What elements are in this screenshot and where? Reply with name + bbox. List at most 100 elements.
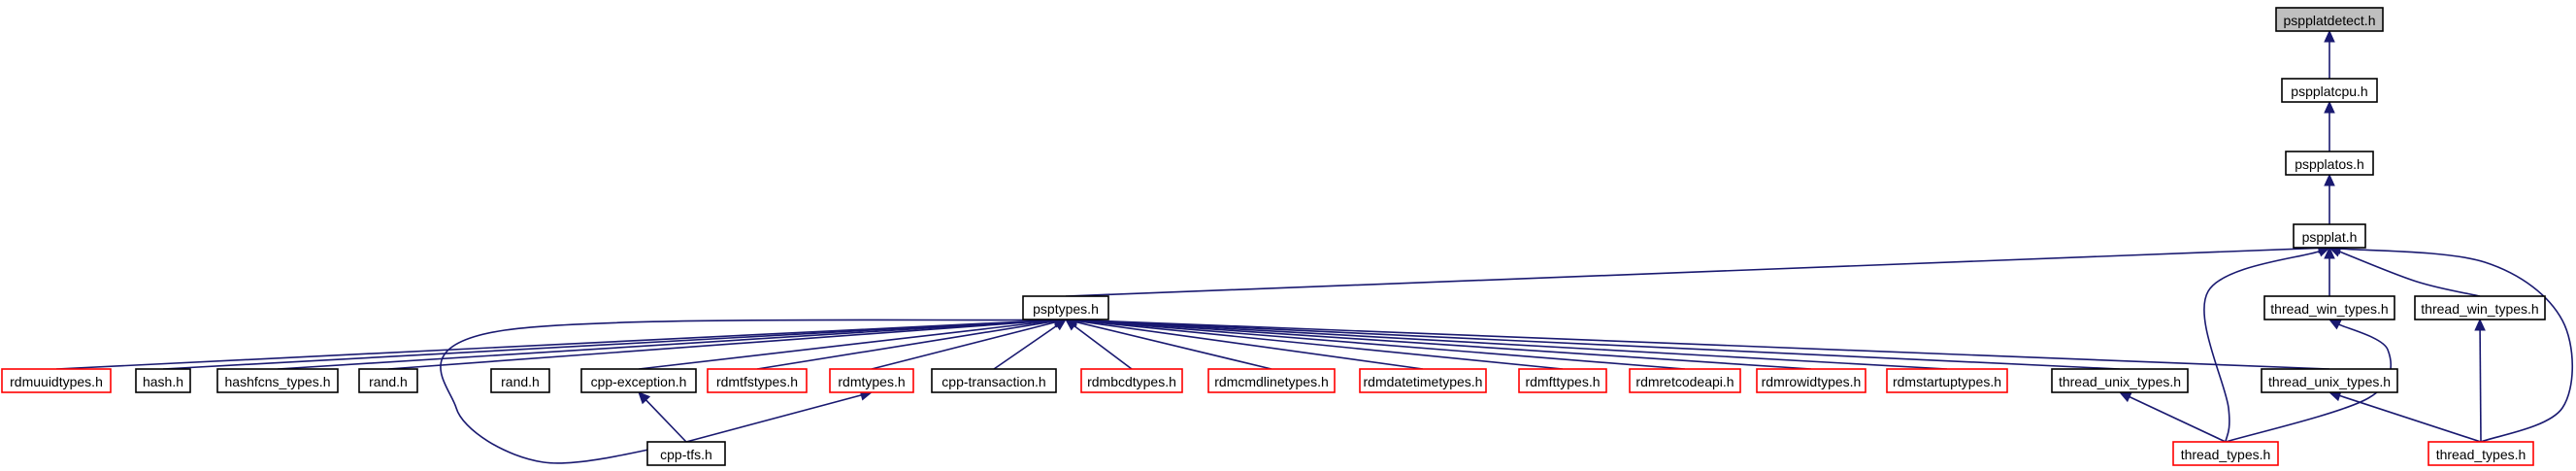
node-label[interactable]: pspplatos.h bbox=[2295, 156, 2364, 172]
edge-psptypes-to-pspplat bbox=[1065, 242, 2331, 297]
node-label[interactable]: rdmtypes.h bbox=[838, 374, 905, 389]
node-thread-unix-types-b[interactable]: thread_unix_types.h bbox=[2261, 368, 2398, 393]
node-label[interactable]: thread_types.h bbox=[2436, 447, 2526, 462]
arrow-head bbox=[2118, 391, 2132, 403]
node-pspplatcpu[interactable]: pspplatcpu.h bbox=[2281, 78, 2378, 103]
node-label[interactable]: rdmdatetimetypes.h bbox=[1364, 374, 1483, 389]
node-rand-b[interactable]: rand.h bbox=[490, 368, 550, 393]
node-cpp-exception[interactable]: cpp-exception.h bbox=[580, 368, 697, 393]
node-box[interactable] bbox=[1629, 368, 1741, 393]
node-box[interactable] bbox=[2285, 151, 2374, 176]
node-cpp-tfs[interactable]: cpp-tfs.h bbox=[646, 441, 726, 466]
node-box[interactable] bbox=[2263, 295, 2395, 320]
node-label[interactable]: rdmstartuptypes.h bbox=[1893, 374, 2001, 389]
edge-pspplatcpu-to-pspplatdetect bbox=[2324, 29, 2335, 79]
node-label[interactable]: cpp-transaction.h bbox=[941, 374, 1045, 389]
node-rdmstartuptypes[interactable]: rdmstartuptypes.h bbox=[1886, 368, 2008, 393]
node-pspplat[interactable]: pspplat.h bbox=[2293, 223, 2366, 249]
node-rdmfttypes[interactable]: rdmfttypes.h bbox=[1518, 368, 1607, 393]
node-box[interactable] bbox=[1207, 368, 1336, 393]
edge-line bbox=[1075, 320, 1686, 370]
node-box[interactable] bbox=[646, 441, 726, 466]
node-box[interactable] bbox=[2414, 295, 2546, 320]
node-thread-types-a[interactable]: thread_types.h bbox=[2172, 441, 2279, 466]
edge-thread-types-b-to-thread-win-types-b bbox=[2474, 318, 2486, 443]
node-label[interactable]: pspplat.h bbox=[2302, 229, 2358, 245]
node-box[interactable] bbox=[2293, 223, 2366, 249]
node-rdmretcodeapi[interactable]: rdmretcodeapi.h bbox=[1629, 368, 1741, 393]
node-box[interactable] bbox=[2261, 368, 2398, 393]
node-hash[interactable]: hash.h bbox=[135, 368, 191, 393]
node-box[interactable] bbox=[135, 368, 191, 393]
node-box[interactable] bbox=[216, 368, 339, 393]
node-box[interactable] bbox=[580, 368, 697, 393]
edge-line bbox=[1073, 324, 1133, 370]
node-box[interactable] bbox=[1359, 368, 1487, 393]
node-rdmtypes[interactable]: rdmtypes.h bbox=[829, 368, 914, 393]
node-cpp-transaction[interactable]: cpp-transaction.h bbox=[931, 368, 1057, 393]
edge-line bbox=[1065, 247, 2320, 297]
edge-line bbox=[1075, 319, 1948, 370]
node-label[interactable]: rdmretcodeapi.h bbox=[1635, 374, 1734, 389]
node-label[interactable]: rand.h bbox=[369, 374, 408, 389]
node-label[interactable]: cpp-exception.h bbox=[591, 374, 687, 389]
node-label[interactable]: thread_unix_types.h bbox=[2059, 374, 2181, 389]
node-thread-unix-types-a[interactable]: thread_unix_types.h bbox=[2051, 368, 2189, 393]
node-label[interactable]: pspplatdetect.h bbox=[2284, 13, 2376, 28]
node-rdmbcdtypes[interactable]: rdmbcdtypes.h bbox=[1080, 368, 1183, 393]
edge-line bbox=[2339, 394, 2482, 443]
edge-thread-types-b-to-pspplat bbox=[2328, 243, 2574, 443]
node-box[interactable] bbox=[2275, 7, 2384, 32]
node-box[interactable] bbox=[931, 368, 1057, 393]
node-box[interactable] bbox=[707, 368, 808, 393]
node-label[interactable]: rdmfttypes.h bbox=[1525, 374, 1600, 389]
node-box[interactable] bbox=[1886, 368, 2008, 393]
node-label[interactable]: rdmtfstypes.h bbox=[716, 374, 798, 389]
node-box[interactable] bbox=[2172, 441, 2279, 466]
node-box[interactable] bbox=[1518, 368, 1607, 393]
node-label[interactable]: thread_types.h bbox=[2181, 447, 2271, 462]
node-pspplatos[interactable]: pspplatos.h bbox=[2285, 151, 2374, 176]
node-box[interactable] bbox=[2051, 368, 2189, 393]
node-label[interactable]: rdmuuidtypes.h bbox=[10, 374, 103, 389]
node-rdmcmdlinetypes[interactable]: rdmcmdlinetypes.h bbox=[1207, 368, 1336, 393]
node-psptypes[interactable]: psptypes.h bbox=[1022, 295, 1109, 320]
edge-thread-types-a-to-thread-unix-types-a bbox=[2118, 391, 2227, 443]
arrow-head bbox=[2324, 29, 2335, 43]
node-label[interactable]: hashfcns_types.h bbox=[225, 374, 331, 389]
node-rand-a[interactable]: rand.h bbox=[358, 368, 418, 393]
node-label[interactable]: rdmcmdlinetypes.h bbox=[1214, 374, 1329, 389]
node-box[interactable] bbox=[1022, 295, 1109, 320]
node-thread-win-types-a[interactable]: thread_win_types.h bbox=[2263, 295, 2395, 320]
node-box[interactable] bbox=[1, 368, 112, 393]
node-hashfcns-types[interactable]: hashfcns_types.h bbox=[216, 368, 339, 393]
node-label[interactable]: thread_win_types.h bbox=[2270, 301, 2388, 317]
node-box[interactable] bbox=[358, 368, 418, 393]
node-box[interactable] bbox=[490, 368, 550, 393]
arrow-head bbox=[2324, 100, 2335, 114]
node-rdmuuidtypes[interactable]: rdmuuidtypes.h bbox=[1, 368, 112, 393]
node-box[interactable] bbox=[1756, 368, 1866, 393]
node-label[interactable]: thread_win_types.h bbox=[2421, 301, 2538, 317]
node-label[interactable]: rdmrowidtypes.h bbox=[1762, 374, 1862, 389]
edge-line bbox=[55, 319, 1056, 370]
edge-line bbox=[1075, 320, 1272, 370]
node-rdmtfstypes[interactable]: rdmtfstypes.h bbox=[707, 368, 808, 393]
node-label[interactable]: cpp-tfs.h bbox=[660, 447, 712, 462]
node-label[interactable]: thread_unix_types.h bbox=[2268, 374, 2391, 389]
node-label[interactable]: pspplatcpu.h bbox=[2291, 84, 2367, 99]
node-box[interactable] bbox=[1080, 368, 1183, 393]
node-box[interactable] bbox=[829, 368, 914, 393]
edge-cpp-tfs-to-cpp-exception bbox=[638, 391, 687, 443]
node-label[interactable]: psptypes.h bbox=[1033, 301, 1099, 317]
node-label[interactable]: rdmbcdtypes.h bbox=[1087, 374, 1176, 389]
node-label[interactable]: rand.h bbox=[501, 374, 540, 389]
node-box[interactable] bbox=[2427, 441, 2534, 466]
node-pspplatdetect[interactable]: pspplatdetect.h bbox=[2275, 7, 2384, 32]
node-label[interactable]: hash.h bbox=[143, 374, 183, 389]
node-rdmdatetimetypes[interactable]: rdmdatetimetypes.h bbox=[1359, 368, 1487, 393]
node-box[interactable] bbox=[2281, 78, 2378, 103]
node-thread-types-b[interactable]: thread_types.h bbox=[2427, 441, 2534, 466]
node-rdmrowidtypes[interactable]: rdmrowidtypes.h bbox=[1756, 368, 1866, 393]
node-thread-win-types-b[interactable]: thread_win_types.h bbox=[2414, 295, 2546, 320]
